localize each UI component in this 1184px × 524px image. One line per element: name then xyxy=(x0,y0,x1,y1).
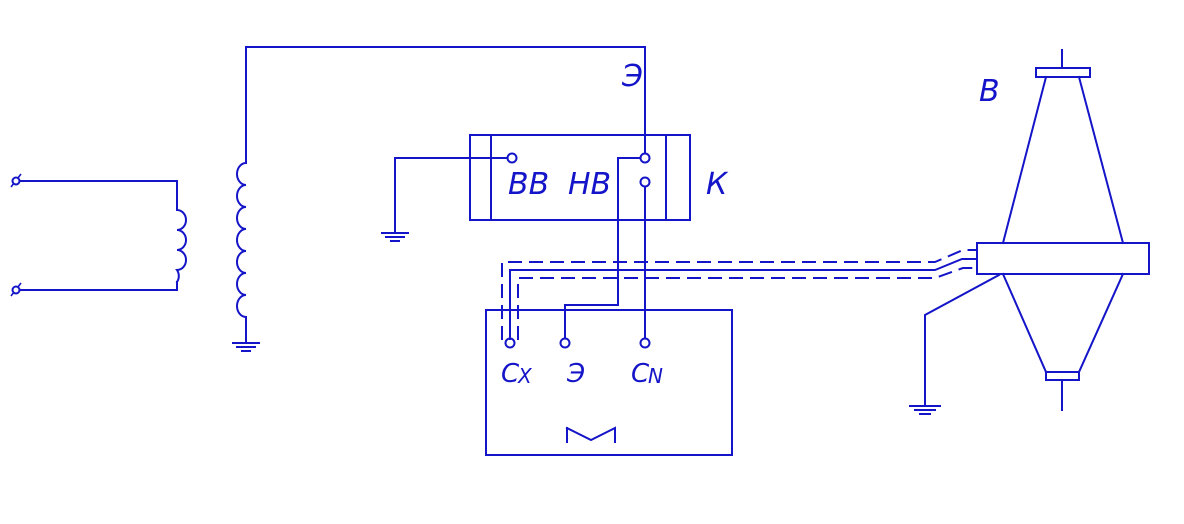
label-switch-k: К xyxy=(706,167,729,202)
object-ground-lead xyxy=(909,273,1001,415)
terminal-nv-bottom xyxy=(639,176,651,188)
vv-ground-lead xyxy=(381,157,508,242)
input-terminals xyxy=(10,173,22,297)
switch-box xyxy=(469,134,691,221)
meter-box xyxy=(485,309,733,456)
label-cn: С xyxy=(631,359,650,389)
primary-winding xyxy=(19,180,187,291)
label-cx: С xyxy=(501,359,520,389)
label-cn-subscript: N xyxy=(648,364,663,388)
label-nv: НВ xyxy=(568,167,611,202)
terminal-e xyxy=(559,337,571,349)
terminal-cn xyxy=(639,337,651,349)
label-object-b: В xyxy=(979,74,1000,109)
terminal-vv xyxy=(506,152,518,164)
ground-symbol-transformer xyxy=(232,342,260,352)
shielded-cable xyxy=(501,249,978,340)
label-meter-e: Э xyxy=(566,359,585,389)
label-vv: ВВ xyxy=(508,167,549,202)
label-cx-subscript: X xyxy=(517,364,533,388)
label-transformer-e: Э xyxy=(621,59,643,94)
indicator-symbol xyxy=(565,426,616,443)
secondary-winding xyxy=(236,46,646,344)
test-object xyxy=(976,49,1150,411)
terminal-nv-top xyxy=(639,152,651,164)
